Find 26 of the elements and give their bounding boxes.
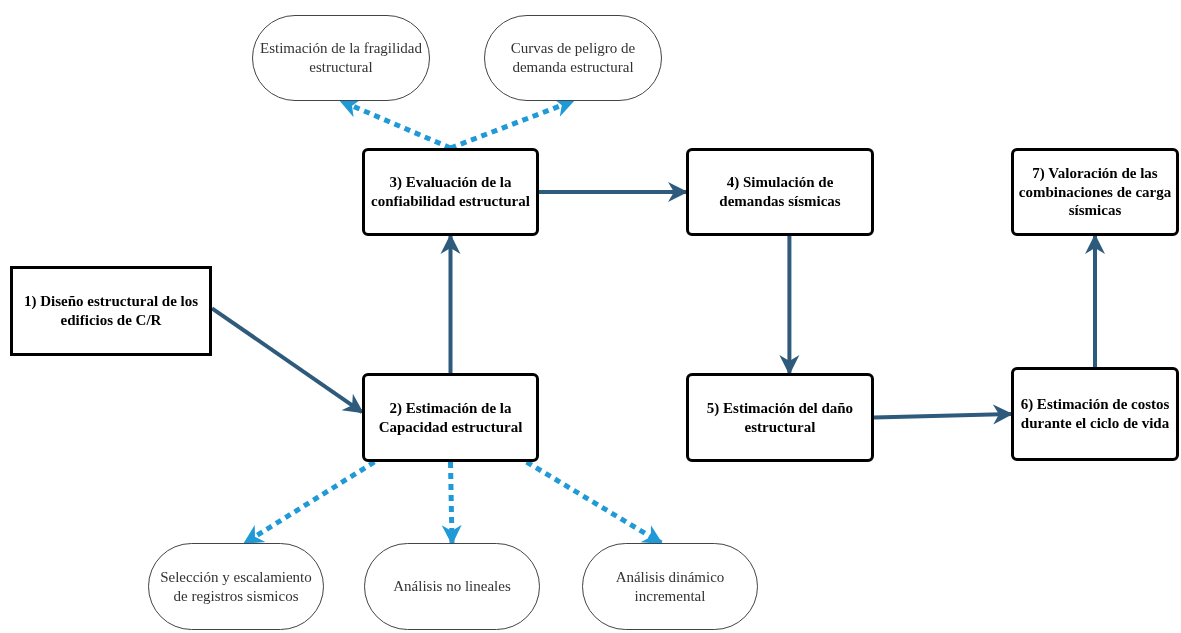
process-box bbox=[362, 373, 539, 462]
node-text: Curvas de peligro de demanda estructural bbox=[509, 39, 637, 77]
arrow bbox=[873, 404, 1013, 425]
process-box bbox=[1011, 148, 1179, 236]
node-text: 7) Valoración de las combinaciones de carga sísmicas bbox=[1018, 163, 1172, 221]
arrow bbox=[1085, 234, 1105, 367]
node-text: 3) Evaluación de la confiabilidad estructural bbox=[370, 173, 531, 211]
process-box bbox=[686, 148, 874, 236]
node-text: 1) Diseño estructural de los edificios de C/R bbox=[22, 292, 200, 330]
node-text: Análisis no lineales bbox=[393, 577, 511, 596]
dashed-arrow bbox=[441, 461, 462, 545]
node-text: 4) Simulación de demandas sísmicas bbox=[718, 173, 842, 211]
node-text: Selección y escalamiento de registros sismicos bbox=[159, 567, 313, 606]
process-box bbox=[10, 266, 212, 356]
node-text: 5) Estimación del daño estructural bbox=[705, 398, 855, 437]
node-text: 6) Estimación de costos durante el ciclo de vida bbox=[1019, 395, 1171, 433]
process-box bbox=[1011, 367, 1179, 461]
arrow bbox=[779, 236, 800, 375]
node-text: Estimación de la fragilidad estructural bbox=[259, 39, 423, 77]
process-box bbox=[686, 373, 874, 462]
arrow bbox=[210, 306, 364, 414]
arrow bbox=[539, 182, 688, 202]
arrow bbox=[440, 234, 461, 373]
process-box bbox=[362, 148, 539, 236]
node-text: 2) Estimación de la Capacidad estructural bbox=[377, 398, 524, 437]
node-text: Análisis dinámico incremental bbox=[614, 567, 726, 606]
